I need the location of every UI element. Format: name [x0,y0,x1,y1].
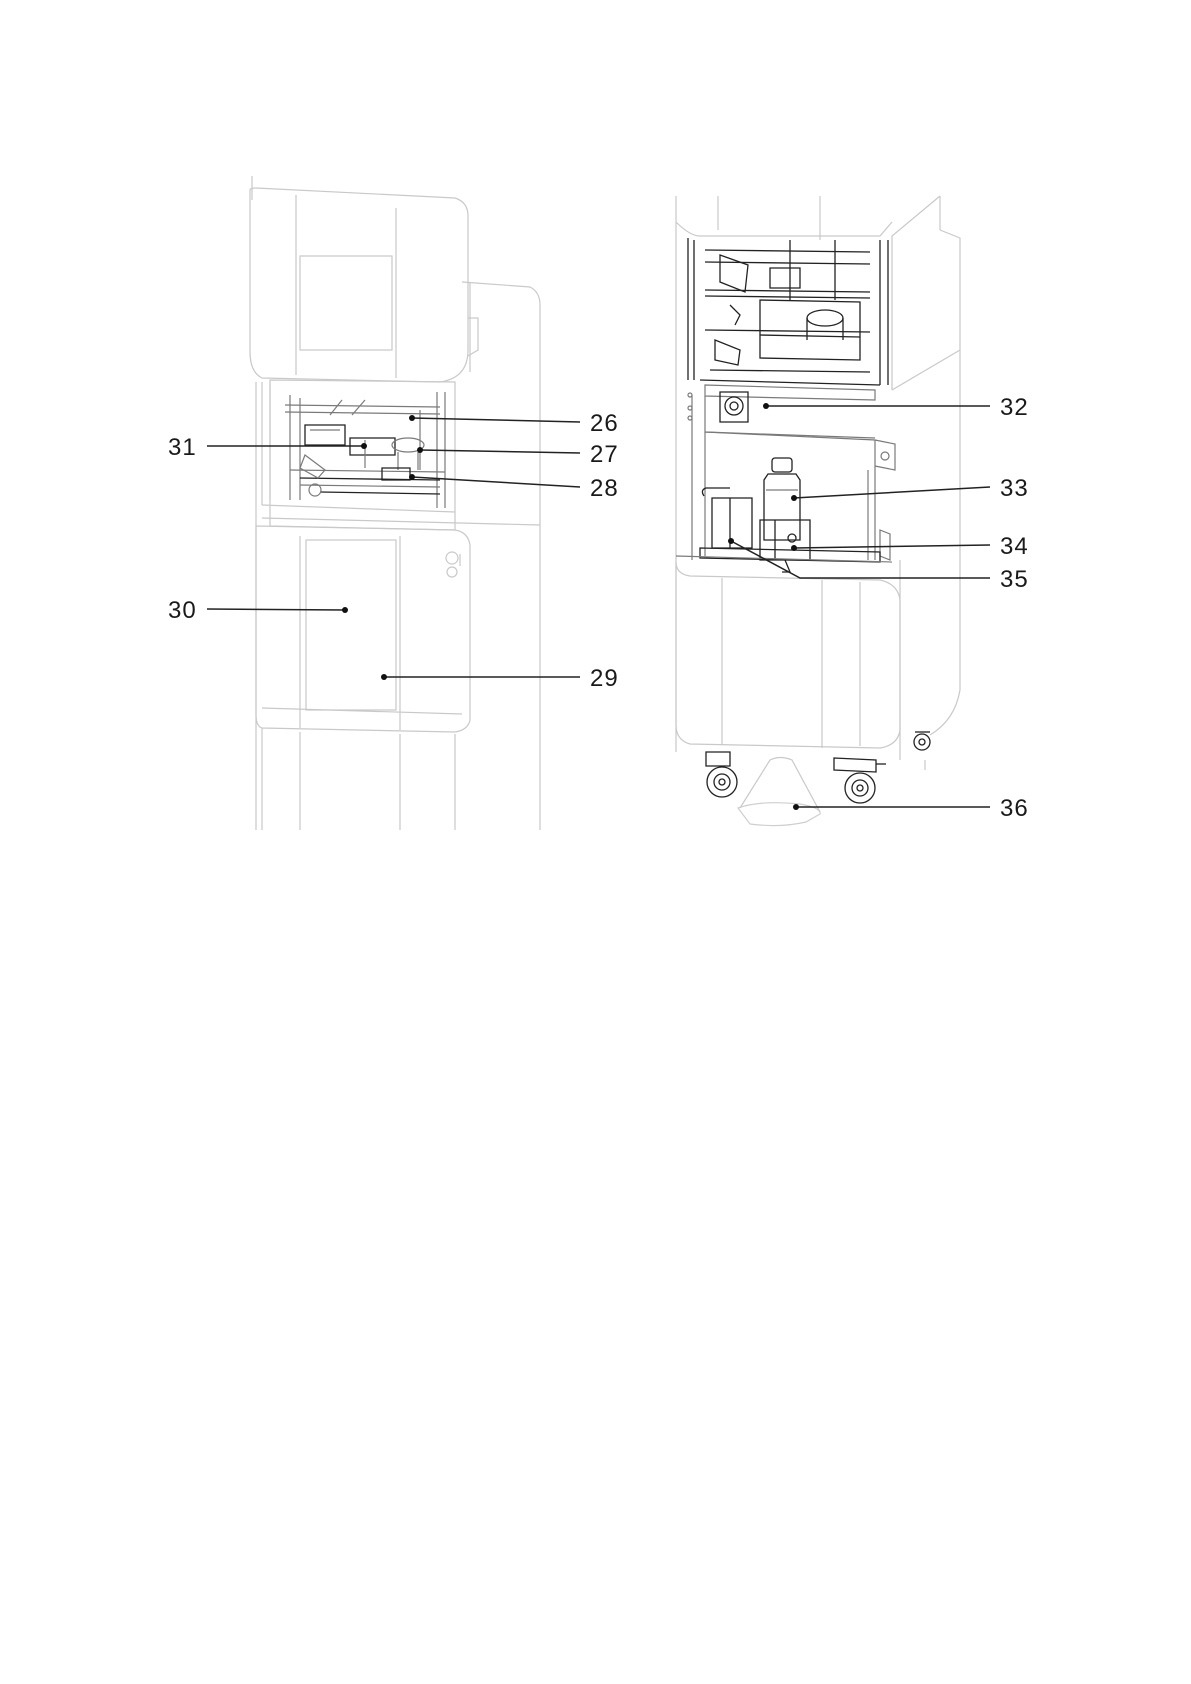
callout-29: 29 [381,665,619,692]
leader-dot [417,447,423,453]
leader-dot [728,538,734,544]
callout-label: 32 [1000,394,1029,421]
callout-31: 31 [168,434,367,461]
left-callouts: 26 27 28 29 30 31 [168,410,619,692]
leader-dot [793,804,799,810]
callout-36: 36 [793,795,1029,822]
leader-dot [342,607,348,613]
callout-label: 34 [1000,533,1029,560]
left-machine-figure [250,176,540,830]
callout-label: 36 [1000,795,1029,822]
callout-30: 30 [168,597,348,624]
callout-34: 34 [791,533,1029,560]
callout-26: 26 [409,410,619,437]
caster-back [914,732,930,750]
leader-dot [409,415,415,421]
leader-dot [409,474,415,480]
callout-33: 33 [791,475,1029,502]
callout-label: 33 [1000,475,1029,502]
right-machine-figure [676,196,960,826]
leader-dot [791,495,797,501]
leader-line [207,609,345,610]
leader-dot [361,443,367,449]
callout-label: 27 [590,441,619,468]
callout-label: 26 [590,410,619,437]
callout-28: 28 [409,474,619,502]
caster-right [834,758,886,803]
leader-line [420,450,580,453]
callout-label: 30 [168,597,197,624]
right-upper-mechanism [688,238,888,385]
callout-label: 35 [1000,566,1029,593]
leader-dot [791,545,797,551]
leader-dot [381,674,387,680]
caster-left [706,752,737,797]
callout-label: 28 [590,475,619,502]
callout-label: 31 [168,434,197,461]
callout-label: 29 [590,665,619,692]
leader-dot [763,403,769,409]
callout-27: 27 [417,441,619,468]
